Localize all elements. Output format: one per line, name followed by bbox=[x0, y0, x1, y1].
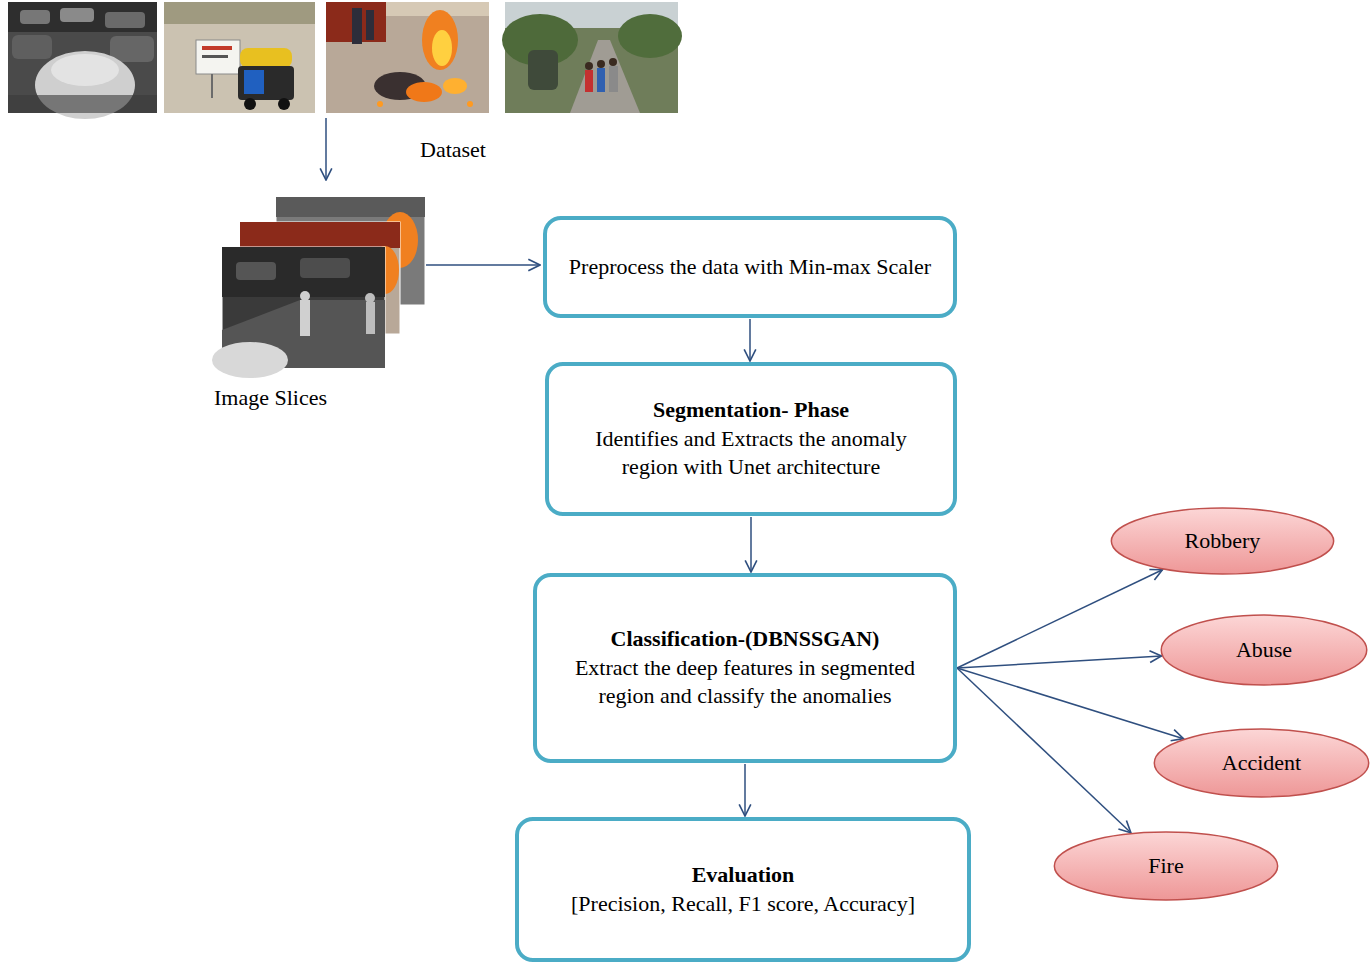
flow-arrow bbox=[744, 764, 746, 816]
figure-label: Dataset bbox=[420, 136, 486, 165]
image-slices-part bbox=[240, 222, 400, 248]
dataset-photo bbox=[164, 2, 315, 113]
dataset-photo-part bbox=[377, 101, 383, 107]
image-slices-part bbox=[236, 262, 276, 280]
box-heading: Segmentation- Phase bbox=[653, 396, 849, 425]
box-text: Identifies and Extracts the anomaly regi… bbox=[565, 425, 937, 482]
dataset-photo-part bbox=[164, 2, 315, 24]
box-heading: Classification-(DBNSSGAN) bbox=[611, 625, 880, 654]
dataset-photo-part bbox=[105, 12, 145, 28]
class-label: Accident bbox=[1222, 749, 1301, 778]
flow-arrow bbox=[957, 656, 1161, 668]
dataset-photo-part bbox=[585, 70, 593, 92]
flow-arrow bbox=[957, 668, 1131, 833]
dataset-photo-part bbox=[20, 10, 50, 24]
flow-arrow bbox=[749, 319, 751, 361]
dataset-photo-part bbox=[202, 55, 228, 58]
dataset-photo-part bbox=[278, 98, 290, 110]
class-ellipse: Accident bbox=[1153, 728, 1370, 798]
dataset-photo-part bbox=[406, 82, 442, 102]
box-heading: Evaluation bbox=[692, 861, 795, 890]
image-slices-part bbox=[300, 291, 310, 301]
dataset-photo-part bbox=[8, 2, 157, 113]
process-box: Evaluation[Precision, Recall, F1 score, … bbox=[515, 817, 971, 962]
ellipse-shape bbox=[1154, 729, 1368, 797]
class-label: Abuse bbox=[1236, 636, 1292, 665]
ellipse-shape bbox=[1161, 615, 1367, 685]
dataset-photo-part bbox=[244, 98, 256, 110]
flow-arrow bbox=[325, 118, 327, 180]
figure-label: Image Slices bbox=[214, 384, 327, 413]
image-slices-part bbox=[212, 342, 288, 378]
dataset-photo-part bbox=[110, 36, 154, 62]
dataset-photo-part bbox=[60, 8, 94, 22]
dataset-photo-part bbox=[352, 8, 362, 44]
dataset-photo-part bbox=[164, 2, 315, 113]
process-box: Classification-(DBNSSGAN)Extract the dee… bbox=[533, 573, 957, 763]
dataset-photo-part bbox=[597, 68, 605, 92]
dataset-photo-part bbox=[366, 10, 374, 40]
dataset-photo-part bbox=[528, 50, 558, 90]
dataset-photo bbox=[326, 2, 489, 113]
image-slices-part bbox=[222, 247, 385, 297]
flow-arrow bbox=[957, 668, 1184, 739]
process-box: Segmentation- PhaseIdentifies and Extrac… bbox=[545, 362, 957, 516]
box-text: Extract the deep features in segmented r… bbox=[553, 654, 937, 711]
image-slices bbox=[212, 197, 425, 378]
dataset-photo-part bbox=[51, 54, 119, 86]
dataset-photo-part bbox=[422, 10, 458, 70]
box-text: [Precision, Recall, F1 score, Accuracy] bbox=[571, 890, 915, 919]
dataset-photo-part bbox=[196, 40, 240, 74]
dataset-photo bbox=[8, 2, 157, 119]
class-label: Robbery bbox=[1185, 527, 1261, 556]
dataset-photo-part bbox=[12, 35, 52, 59]
flow-arrow bbox=[750, 517, 752, 572]
class-ellipse: Robbery bbox=[1110, 507, 1335, 575]
dataset-photo-part bbox=[467, 101, 473, 107]
class-label: Fire bbox=[1148, 852, 1183, 881]
class-ellipse: Abuse bbox=[1160, 614, 1368, 686]
flow-arrow bbox=[426, 264, 540, 266]
dataset-photo-part bbox=[211, 74, 213, 98]
dataset-photo-part bbox=[244, 70, 264, 94]
image-slices-part bbox=[300, 300, 310, 336]
image-slices-part bbox=[366, 302, 375, 334]
dataset-photo-part bbox=[609, 66, 618, 92]
flow-arrow bbox=[957, 570, 1162, 668]
process-box: Preprocess the data with Min-max Scaler bbox=[543, 216, 957, 318]
dataset-photo-part bbox=[202, 46, 232, 50]
dataset-photo-part bbox=[240, 48, 292, 68]
dataset-photo-part bbox=[238, 66, 294, 100]
ellipse-shape bbox=[1111, 508, 1333, 574]
dataset-photo-part bbox=[609, 58, 617, 66]
dataset-photo-part bbox=[432, 30, 452, 66]
dataset-photo-part bbox=[8, 2, 157, 32]
dataset-photo-part bbox=[618, 14, 682, 58]
dataset-photo-part bbox=[443, 78, 467, 94]
dataset-photo-part bbox=[570, 40, 640, 113]
dataset-photo-part bbox=[8, 95, 157, 113]
dataset-photo-part bbox=[585, 62, 593, 70]
box-text: Preprocess the data with Min-max Scaler bbox=[569, 253, 931, 282]
dataset-photo-part bbox=[326, 2, 489, 113]
image-slices-part bbox=[300, 258, 350, 278]
image-slices-part bbox=[365, 293, 375, 303]
dataset-photo bbox=[502, 2, 682, 113]
dataset-photo-part bbox=[597, 60, 605, 68]
class-ellipse: Fire bbox=[1053, 831, 1279, 901]
ellipse-shape bbox=[1054, 832, 1277, 900]
